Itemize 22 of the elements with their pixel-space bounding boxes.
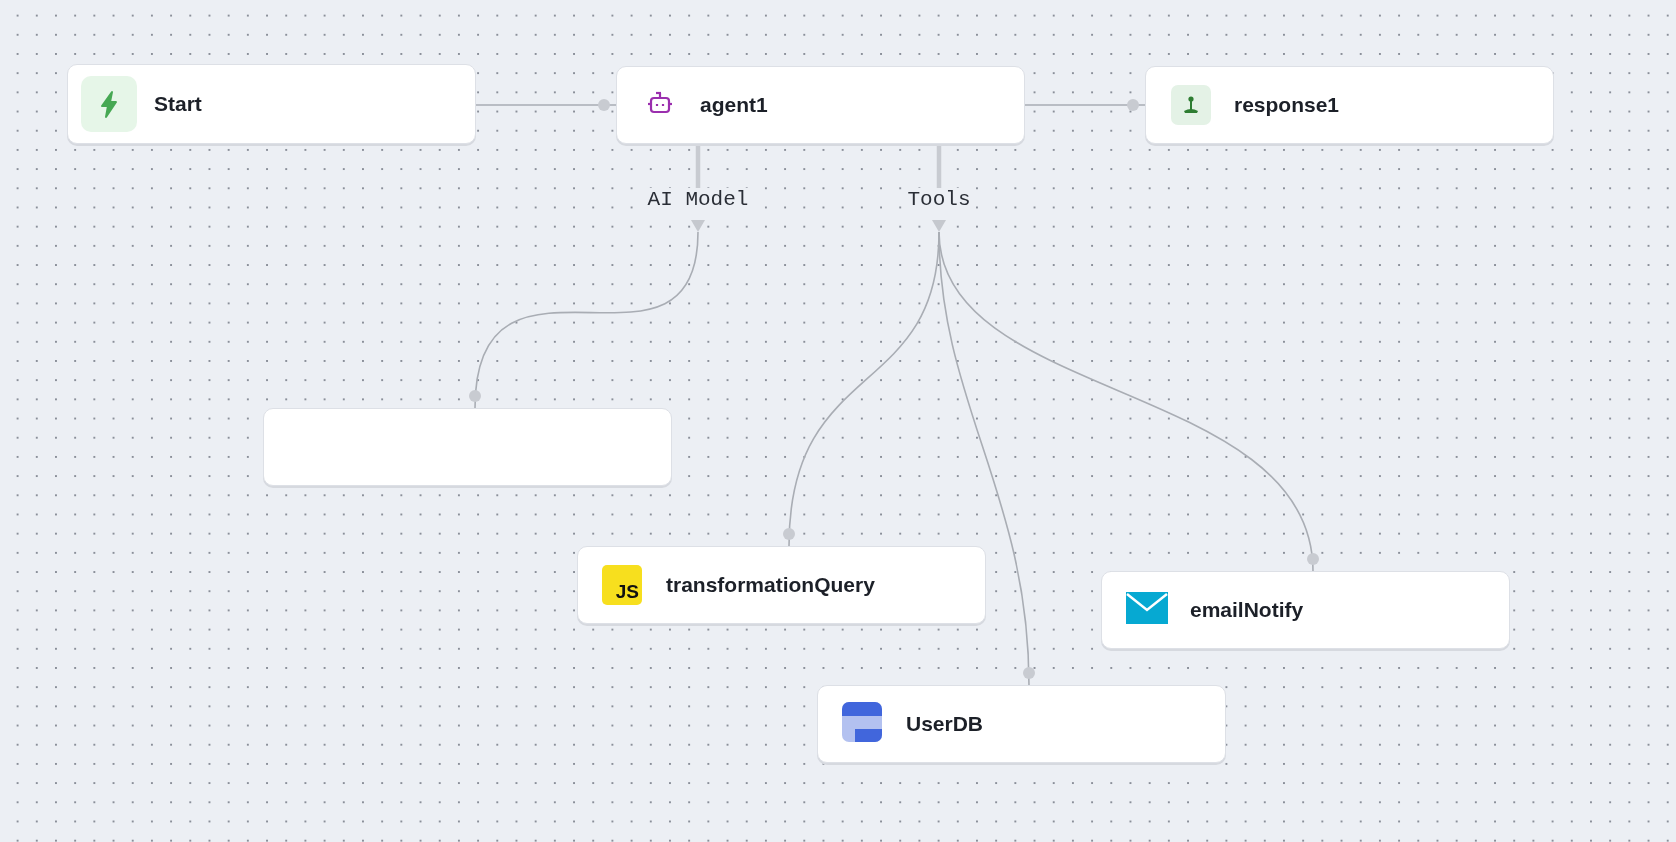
connector [1024,99,1146,111]
js-badge-icon: JS [602,565,642,605]
connector [470,231,699,409]
port-label-group [648,188,748,232]
node-card [616,66,1025,144]
node-title: emailNotify [1190,598,1304,622]
connector-line [695,144,701,188]
connector-line [936,144,942,188]
node-card [67,64,476,144]
port-label: Tools [907,188,971,211]
empty-node-card [263,408,672,486]
node-title: response1 [1234,93,1340,117]
node-card [577,546,986,624]
node-card [1145,66,1554,144]
node-card [1101,571,1510,649]
port-label: AI Model [647,188,749,211]
node-title: agent1 [700,93,768,117]
node-title: Start [154,92,202,116]
node-card [817,685,1226,763]
node-title: UserDB [906,712,984,736]
connector [475,99,617,111]
node-title: transformationQuery [666,573,875,597]
